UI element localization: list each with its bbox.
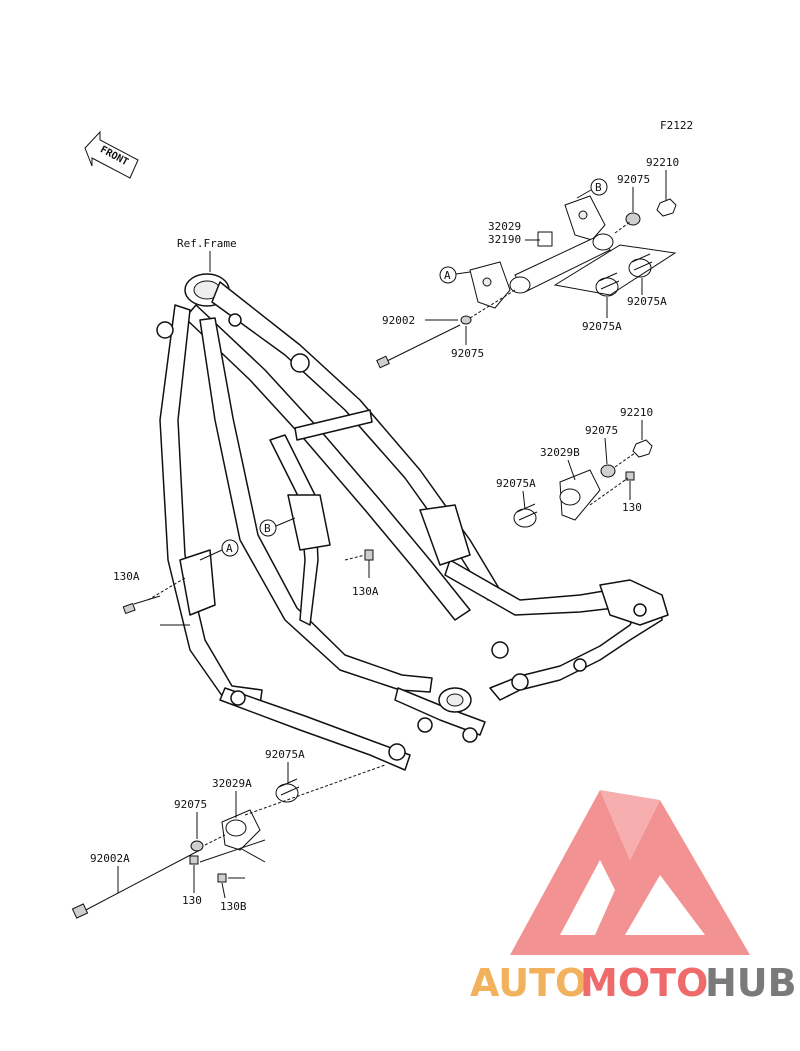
label-130A-left: 130A [113,570,140,583]
bolt-130-mid [625,471,635,481]
label-92002A: 92002A [90,852,130,865]
bushing-92075A-mid [513,503,538,528]
bolt-130-bot [189,855,199,865]
label-130-mid: 130 [622,501,642,514]
bushing-92075A-bot [275,778,300,803]
callout-a-left-label: A [226,542,233,555]
nut-92210-mid [632,439,653,458]
bushing-92075A-r2 [595,272,620,297]
watermark-text: AUTO MOTO HUB [470,961,797,1005]
bolt-130B [217,873,227,883]
callout-b-top [590,178,608,196]
callout-a-left [221,539,239,557]
front-arrow-icon: FRONT [84,130,139,179]
watermark-logo [510,790,750,955]
bottom-mount-assembly [71,764,386,919]
label-92002: 92002 [382,314,415,327]
label-92075-mid2: 92075 [585,424,618,437]
label-130B: 130B [220,900,247,913]
washer-92075-bot [190,840,204,852]
washer-92075-top [625,212,641,226]
callout-b-top-label: B [595,181,602,194]
watermark-triangle-icon [510,790,750,955]
label-32029: 32029 [488,220,521,233]
label-92075A-r2: 92075A [582,320,622,333]
diagram-code: F2122 [660,119,693,132]
label-130A-center: 130A [352,585,379,598]
watermark-auto: AUTO [470,961,587,1005]
watermark-moto: MOTO [580,961,708,1005]
label-92075A-bot: 92075A [265,748,305,761]
motorcycle-frame [156,273,669,771]
watermark-hub: HUB [705,961,797,1005]
label-32190: 32190 [488,233,521,246]
callout-a-top [439,266,457,284]
ref-frame-label: Ref.Frame [177,237,237,250]
washer-92075-mid [600,464,616,478]
label-92075-mid: 92075 [451,347,484,360]
label-130-bot: 130 [182,894,202,907]
callout-b-left [259,519,277,537]
label-32029A: 32029A [212,777,252,790]
label-32029B: 32029B [540,446,580,459]
label-92210-mid: 92210 [620,406,653,419]
label-92075-bot: 92075 [174,798,207,811]
bolt-130A-left [122,577,190,626]
callout-a-top-label: A [444,269,451,282]
label-92210-top: 92210 [646,156,679,169]
label-92075A-mid: 92075A [496,477,536,490]
front-mount-assembly [376,195,677,369]
label-92075-top: 92075 [617,173,650,186]
middle-mount-assembly [513,439,653,528]
callout-b-left-label: B [264,522,271,535]
bushing-92075A-r1 [628,253,653,278]
nut-92210-top [656,198,677,217]
label-92075A-r1: 92075A [627,295,667,308]
bolt-130A-center [344,549,374,578]
